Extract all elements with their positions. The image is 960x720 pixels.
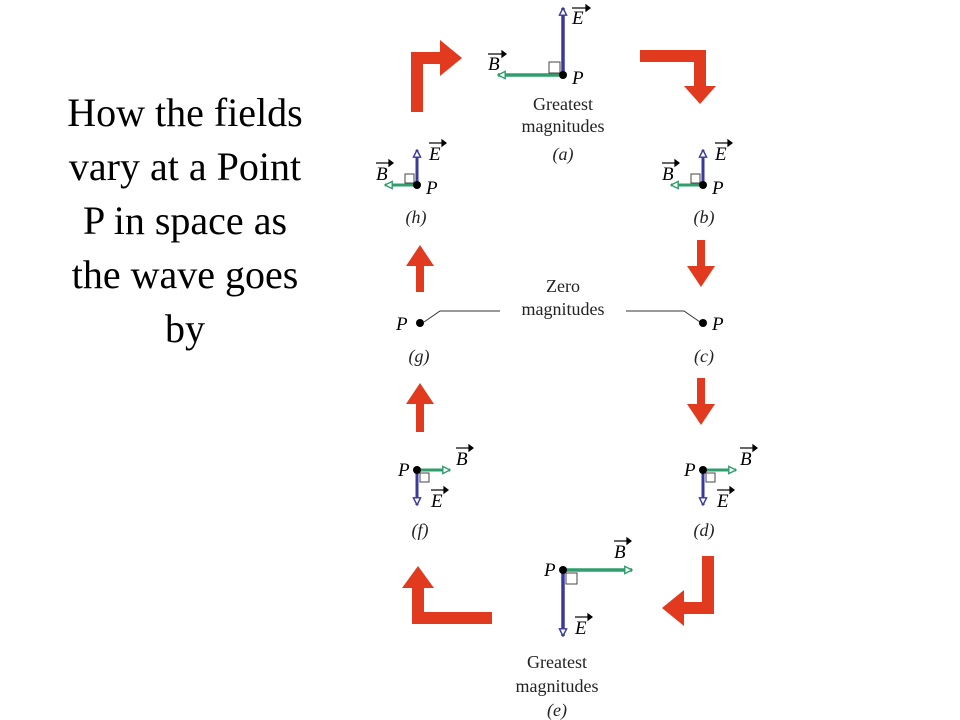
p-label-b: P xyxy=(711,178,724,199)
corner-arrow-top-right xyxy=(640,50,716,104)
panel-label-d: (d) xyxy=(694,520,715,541)
vector-overarrows xyxy=(376,3,758,622)
right-angle-mark xyxy=(690,173,701,184)
p-label-a: P xyxy=(571,68,584,89)
right-angle-mark xyxy=(705,472,716,483)
b-label-d: B xyxy=(740,449,752,470)
b-label-b: B xyxy=(662,164,674,185)
panel-label-g: (g) xyxy=(409,346,430,367)
greatest-bottom-1: Greatest xyxy=(527,652,587,672)
p-label-d: P xyxy=(683,460,696,481)
p-label-e: P xyxy=(543,560,556,581)
point-p-a xyxy=(559,71,567,79)
corner-arrow-top-left xyxy=(411,40,462,112)
panel-d: P B E (d) xyxy=(683,449,752,541)
right-angle-mark xyxy=(565,572,578,585)
title-line: vary at a Point xyxy=(68,144,302,189)
panel-g-c-zero: Zero magnitudes P P (g) (c) xyxy=(395,276,724,367)
e-label-a: E xyxy=(571,8,584,29)
p-label-c: P xyxy=(711,314,724,335)
up-arrow-f-g xyxy=(406,383,434,432)
b-label-a: B xyxy=(488,54,500,75)
panel-label-b: (b) xyxy=(694,207,715,228)
point-p-d xyxy=(699,466,707,474)
panel-label-h: (h) xyxy=(406,207,427,228)
panel-label-a: (a) xyxy=(553,144,574,165)
up-arrow-g-h xyxy=(406,245,434,292)
leader-line-right xyxy=(626,310,701,323)
point-p-e xyxy=(559,566,567,574)
b-label-h: B xyxy=(376,164,388,185)
title-line: P in space as xyxy=(82,198,288,243)
e-label-b: E xyxy=(714,144,727,165)
greatest-bottom-2: magnitudes xyxy=(516,676,599,696)
panel-e: P B E Greatest magnitudes (e) xyxy=(516,542,633,720)
p-label-f: P xyxy=(397,460,410,481)
down-arrow-b-c xyxy=(687,240,715,287)
point-p-h xyxy=(413,181,421,189)
b-label-f: B xyxy=(456,449,468,470)
zero-line-2: magnitudes xyxy=(522,299,605,319)
p-label-g: P xyxy=(395,314,408,335)
panel-h: E B P (h) xyxy=(376,144,441,228)
leader-line-left xyxy=(423,310,500,323)
slide-title: How the fields vary at a Point P in spac… xyxy=(40,86,330,356)
greatest-top-2: magnitudes xyxy=(522,116,605,136)
e-label-e: E xyxy=(574,618,587,639)
right-angle-mark xyxy=(419,472,430,483)
panel-b: E B P (b) xyxy=(662,144,727,228)
point-p-g xyxy=(416,319,424,327)
down-arrow-c-d xyxy=(687,378,715,425)
p-label-h: P xyxy=(425,178,438,199)
title-line: by xyxy=(165,306,205,351)
panel-label-e: (e) xyxy=(547,700,567,720)
zero-line-1: Zero xyxy=(546,276,580,296)
point-p-f xyxy=(413,466,421,474)
point-p-c xyxy=(699,319,707,327)
panel-label-c: (c) xyxy=(694,346,714,367)
cycle-arrows xyxy=(402,40,716,626)
corner-arrow-bottom-left xyxy=(402,566,492,624)
panel-label-f: (f) xyxy=(412,520,429,541)
corner-arrow-bottom-right xyxy=(662,556,714,626)
b-label-e: B xyxy=(614,542,626,563)
panel-f: P B E (f) xyxy=(397,449,468,541)
right-angle-mark xyxy=(548,61,561,74)
title-line: How the fields xyxy=(67,90,303,135)
e-label-f: E xyxy=(430,491,443,512)
title-line: the wave goes xyxy=(71,252,299,297)
right-angle-mark xyxy=(404,173,415,184)
panel-a: E B P Greatest magnitudes (a) xyxy=(488,8,605,165)
greatest-top-1: Greatest xyxy=(533,94,593,114)
point-p-b xyxy=(699,181,707,189)
e-label-h: E xyxy=(428,144,441,165)
e-label-d: E xyxy=(716,491,729,512)
